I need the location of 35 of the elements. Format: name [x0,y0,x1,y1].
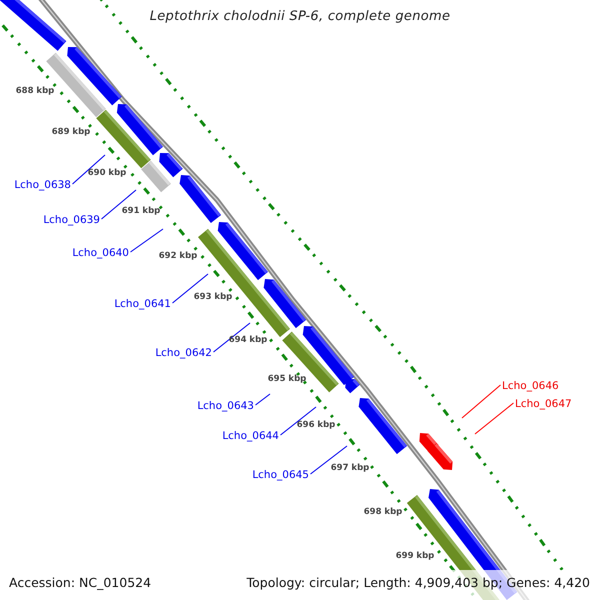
position-label: 688 kbp [16,86,54,96]
position-label: 691 kbp [122,206,160,216]
position-label: 689 kbp [52,128,90,136]
leader-line [310,446,348,474]
gene-label: Lcho_0642 [155,348,212,358]
leader-line [255,394,270,406]
leader-line [213,322,250,352]
position-label: 692 kbp [158,252,198,260]
position-label: 690 kbp [88,168,126,178]
gene-label: Lcho_0645 [252,470,309,480]
gene-label: Lcho_0641 [114,298,171,310]
leader-line [172,274,208,304]
leader-line [474,402,514,434]
gene-label: Lcho_0643 [197,400,254,412]
gene-label: Lcho_0644 [222,430,279,442]
leader-line [280,406,316,436]
leader-line [101,190,136,220]
gene-label: Lcho_0646 [502,380,559,392]
position-label: 697 kbp [330,464,370,472]
gene-label: Lcho_0639 [43,214,100,226]
title: Leptothrix cholodnii SP-6, complete genome [148,9,452,24]
leader-line [462,384,501,418]
position-label: 693 kbp [194,292,232,302]
position-label: 696 kbp [296,420,336,430]
leader-line [72,154,106,184]
position-label: 694 kbp [228,336,268,344]
gene-label: Lcho_0647 [515,398,572,410]
accession-text: Accession: NC_010524 [9,575,152,590]
position-label: 699 kbp [396,552,434,560]
position-label: 698 kbp [364,508,402,516]
gene-label: Lcho_0640 [72,248,129,258]
genome-summary: Topology: circular; Length: 4,909,403 bp; Genes: 4,420 [246,575,590,590]
leader-line [130,228,164,252]
position-label: 695 kbp [268,374,306,384]
gene-label: Lcho_0638 [14,180,71,190]
